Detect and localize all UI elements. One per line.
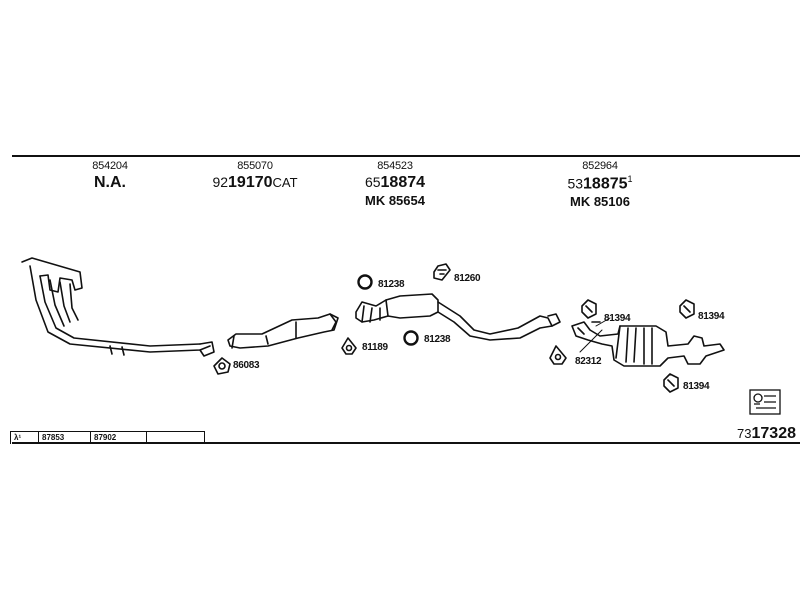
column-part-number: 9219170CAT — [212, 174, 298, 191]
column-ref: 854204 — [92, 160, 128, 172]
middle-silencer-drawing — [355, 293, 561, 341]
column-part-number: N.A. — [94, 174, 126, 191]
triangle-gasket-icon — [341, 337, 357, 355]
system-reference-number: 7317328 — [737, 425, 796, 442]
rubber-hanger-icon — [433, 263, 451, 281]
part-label: 81260 — [454, 273, 481, 284]
lambda-cell: 87853 — [39, 432, 91, 444]
lambda-cell: 87902 — [91, 432, 147, 444]
column-rear-silencer: 852964 53188751 MK 85106 — [545, 160, 655, 209]
ring-gasket-icon — [357, 274, 373, 290]
part-label: 81238 — [424, 334, 451, 345]
part-label: 81394 — [604, 313, 631, 324]
rear-silencer-drawing — [571, 321, 725, 367]
column-ref: 852964 — [582, 160, 618, 172]
flange-gasket-icon — [213, 357, 231, 375]
lambda-symbol: λ¹ — [11, 432, 39, 444]
part-label: 81189 — [362, 342, 388, 353]
part-label: 81394 — [698, 311, 725, 322]
rubber-mount-icon — [581, 299, 597, 319]
info-sheet-icon — [749, 389, 781, 415]
catalytic-converter-drawing — [227, 313, 339, 349]
exhaust-manifold-drawing — [21, 257, 215, 357]
part-label: 81238 — [378, 279, 405, 290]
bottom-rule — [12, 442, 800, 444]
ring-gasket-icon — [403, 330, 419, 346]
part-label: 82312 — [575, 356, 602, 367]
column-exhaust-manifold: 854204 N.A. — [70, 160, 150, 192]
part-label: 81394 — [683, 381, 710, 392]
top-rule — [12, 155, 800, 157]
column-mount-kit: MK 85654 — [365, 193, 425, 208]
column-ref: 854523 — [377, 160, 413, 172]
lambda-sensor-strip: λ¹ 87853 87902 — [10, 431, 205, 444]
column-part-number: 6518874 — [364, 174, 426, 191]
column-ref: 855070 — [237, 160, 273, 172]
column-catalytic-converter: 855070 9219170CAT — [200, 160, 310, 192]
column-part-number: 53188751 — [567, 174, 633, 193]
part-label: 86083 — [233, 360, 260, 371]
column-mount-kit: MK 85106 — [570, 194, 630, 210]
rubber-mount-icon — [679, 299, 695, 319]
triangle-gasket-icon — [549, 345, 567, 365]
rubber-mount-icon — [663, 373, 679, 393]
column-middle-silencer: 854523 6518874 MK 85654 — [345, 160, 445, 208]
